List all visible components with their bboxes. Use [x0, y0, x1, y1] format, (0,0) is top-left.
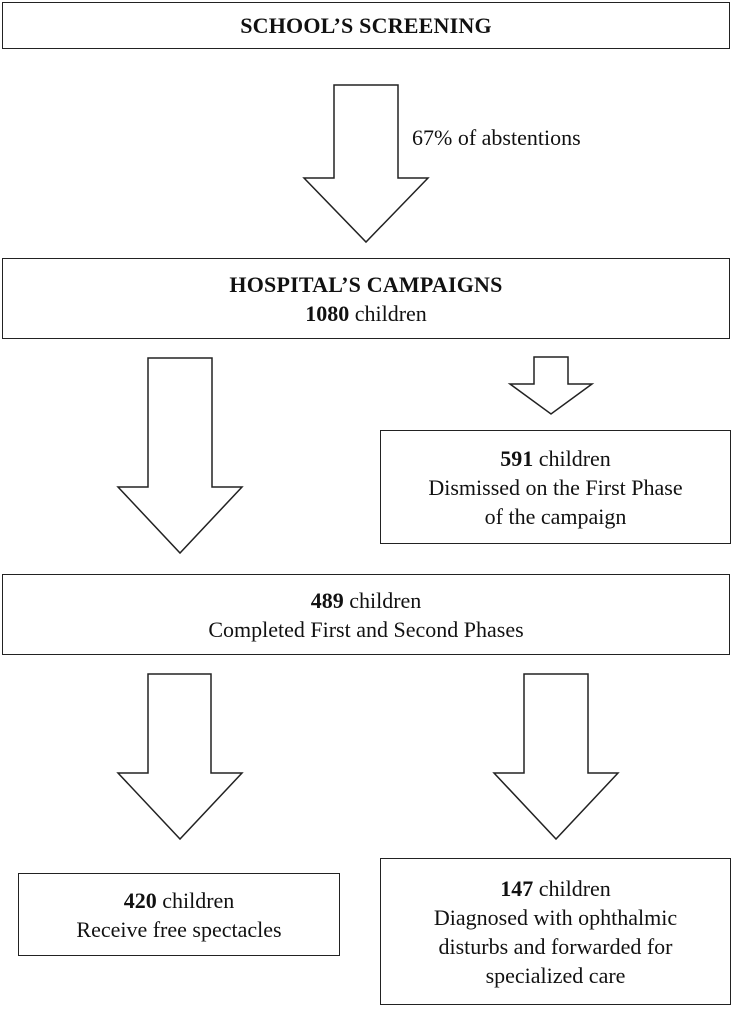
arrow-hospital-to-completed	[116, 357, 244, 555]
hospital-campaigns-unit: children	[354, 300, 427, 326]
abstention-note: 67% of abstentions	[412, 125, 581, 150]
hospital-campaigns-box: HOSPITAL’S CAMPAIGNS 1080 children	[2, 258, 730, 339]
completed-description: Completed First and Second Phases	[208, 616, 524, 642]
specialized-description-line1: Diagnosed with ophthalmic	[433, 904, 678, 930]
spectacles-count: 420	[123, 887, 157, 913]
spectacles-unit: children	[162, 887, 235, 913]
hospital-campaigns-count-line: 1080 children	[305, 299, 427, 328]
arrow-completed-to-specialized	[492, 673, 620, 841]
specialized-count: 147	[500, 875, 534, 901]
arrow-hospital-to-dismissed	[507, 356, 595, 415]
arrow-school-to-hospital	[302, 84, 430, 244]
dismissed-description-line2: of the campaign	[484, 503, 627, 529]
hospital-campaigns-count: 1080	[305, 300, 350, 326]
dismissed-description-line1: Dismissed on the First Phase	[428, 474, 683, 500]
specialized-description-line2: disturbs and forwarded for	[438, 933, 673, 959]
arrow-completed-to-spectacles	[116, 673, 244, 841]
completed-count: 489	[310, 587, 344, 613]
specialized-description-line3: specialized care	[485, 962, 626, 988]
school-screening-box: SCHOOL’S SCREENING	[2, 2, 730, 49]
school-screening-title: SCHOOL’S SCREENING	[240, 13, 492, 38]
dismissed-count: 591	[500, 445, 534, 471]
specialized-box: 147 children Diagnosed with ophthalmic d…	[380, 858, 731, 1005]
hospital-campaigns-title: HOSPITAL’S CAMPAIGNS	[229, 271, 503, 297]
dismissed-unit: children	[538, 445, 611, 471]
completed-count-line: 489 children	[311, 586, 422, 615]
completed-unit: children	[349, 587, 422, 613]
spectacles-description: Receive free spectacles	[76, 916, 282, 942]
spectacles-count-line: 420 children	[124, 886, 235, 915]
spectacles-box: 420 children Receive free spectacles	[18, 873, 340, 956]
dismissed-box: 591 children Dismissed on the First Phas…	[380, 430, 731, 544]
dismissed-count-line: 591 children	[500, 444, 611, 473]
specialized-count-line: 147 children	[500, 874, 611, 903]
completed-box: 489 children Completed First and Second …	[2, 574, 730, 655]
specialized-unit: children	[538, 875, 611, 901]
